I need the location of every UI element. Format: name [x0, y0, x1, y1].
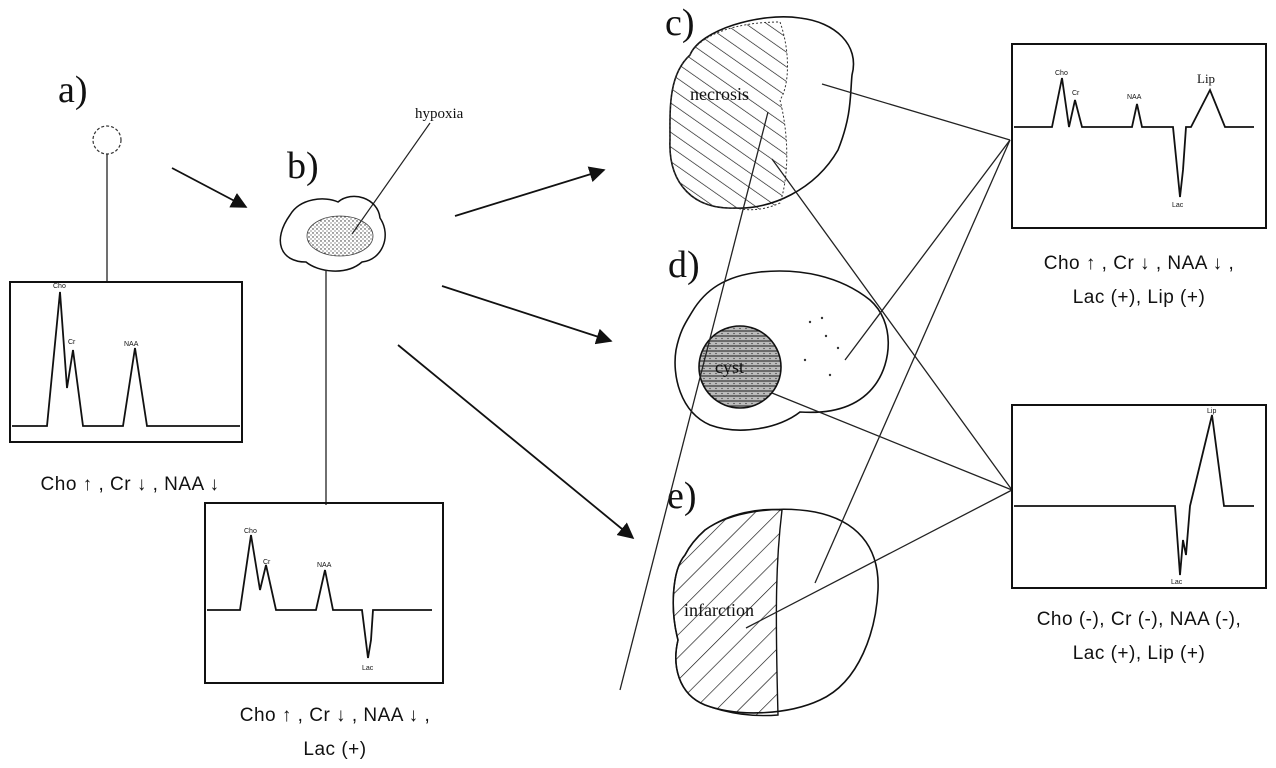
panel-label-e: e)	[667, 475, 697, 517]
arrow-b-to-e	[398, 345, 633, 538]
peak-label-naa: NAA	[317, 562, 332, 569]
panel-label-a: a)	[58, 69, 88, 111]
peak-label-cr: Cr	[263, 559, 271, 566]
peak-label-lac: Lac	[1172, 202, 1184, 209]
necrosis-label: necrosis	[690, 84, 749, 104]
spectrum-box-e: Lip Lac	[1012, 405, 1266, 588]
peak-label-cr: Cr	[1072, 90, 1080, 97]
panel-label-c: c)	[665, 2, 695, 44]
caption-e-line-2: Lac (+), Lip (+)	[1004, 643, 1274, 665]
peak-label-cho: Cho	[1055, 70, 1068, 77]
caption-cd-line-1: Cho ↑ , Cr ↓ , NAA ↓ ,	[1006, 253, 1272, 275]
hypoxia-region	[307, 216, 373, 256]
caption-a-line-1: Cho ↑ , Cr ↓ , NAA ↓	[0, 474, 260, 496]
spectrum-box-a: Cho Cr NAA	[10, 282, 242, 442]
caption-b: Cho ↑ , Cr ↓ , NAA ↓ , Lac (+)	[200, 705, 470, 761]
spectrum-trace-b	[207, 535, 432, 658]
cyst-label: cyst	[715, 357, 744, 377]
peak-label-lac: Lac	[362, 665, 374, 672]
peak-label-lip: Lip	[1197, 71, 1215, 86]
panel-label-b: b)	[287, 145, 319, 187]
caption-a: Cho ↑ , Cr ↓ , NAA ↓	[0, 474, 260, 496]
caption-b-line-2: Lac (+)	[200, 739, 470, 761]
arrow-b-to-d	[442, 286, 611, 341]
hypoxia-label: hypoxia	[415, 106, 464, 122]
peak-label-naa: NAA	[1127, 94, 1142, 101]
spectrum-box-b: Cho Cr NAA Lac	[205, 503, 443, 683]
scattered-dots-d	[804, 317, 839, 376]
arrow-a-to-b	[172, 168, 246, 207]
peak-label-cho: Cho	[53, 283, 66, 290]
peak-label-cho: Cho	[244, 528, 257, 535]
peak-label-lip: Lip	[1207, 408, 1216, 415]
spectrum-trace-e	[1014, 415, 1254, 575]
hypoxia-pointer-line	[352, 123, 430, 234]
caption-b-line-1: Cho ↑ , Cr ↓ , NAA ↓ ,	[200, 705, 470, 727]
caption-e-line-1: Cho (-), Cr (-), NAA (-),	[1004, 609, 1274, 631]
caption-cd: Cho ↑ , Cr ↓ , NAA ↓ , Lac (+), Lip (+)	[1006, 253, 1272, 309]
necrosis-region	[670, 22, 788, 210]
infarction-label: infarction	[684, 600, 754, 620]
peak-label-cr: Cr	[68, 339, 76, 346]
spectrum-box-cd: Cho Cr NAA Lip Lac	[1012, 44, 1266, 228]
panel-label-d: d)	[668, 244, 700, 286]
caption-e: Cho (-), Cr (-), NAA (-), Lac (+), Lip (…	[1004, 609, 1274, 665]
caption-cd-line-2: Lac (+), Lip (+)	[1006, 287, 1272, 309]
peak-label-lac: Lac	[1171, 579, 1183, 586]
spectrum-trace-a	[12, 292, 240, 426]
arrow-b-to-c	[455, 170, 604, 216]
peak-label-naa: NAA	[124, 341, 139, 348]
small-lesion-a	[93, 126, 121, 154]
